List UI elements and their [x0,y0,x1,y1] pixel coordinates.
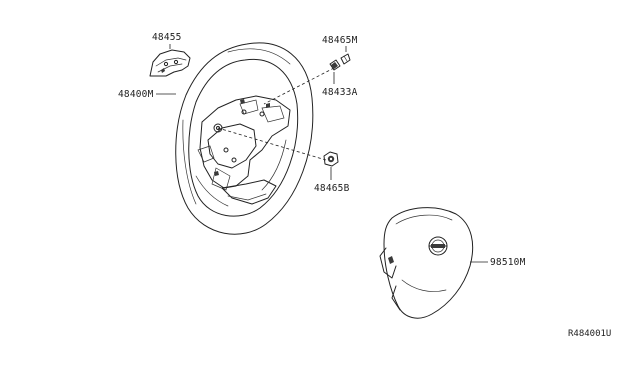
screw-clip-illustration [329,53,351,71]
diagram-reference-code: R484001U [568,329,611,339]
part-label-48400M: 48400M [118,89,154,100]
part-label-48465M: 48465M [322,35,358,46]
switch-cover-part-illustration [149,49,191,77]
part-label-48465B: 48465B [314,183,350,194]
assembly-line-screw [263,67,335,105]
airbag-module-illustration [379,207,474,319]
part-label-48455: 48455 [152,32,182,43]
assembly-line-nut [217,127,327,161]
part-label-98510M: 98510M [490,257,526,268]
nut-illustration [323,151,339,167]
part-label-48433A: 48433A [322,87,358,98]
steering-wheel-illustration [175,42,314,235]
